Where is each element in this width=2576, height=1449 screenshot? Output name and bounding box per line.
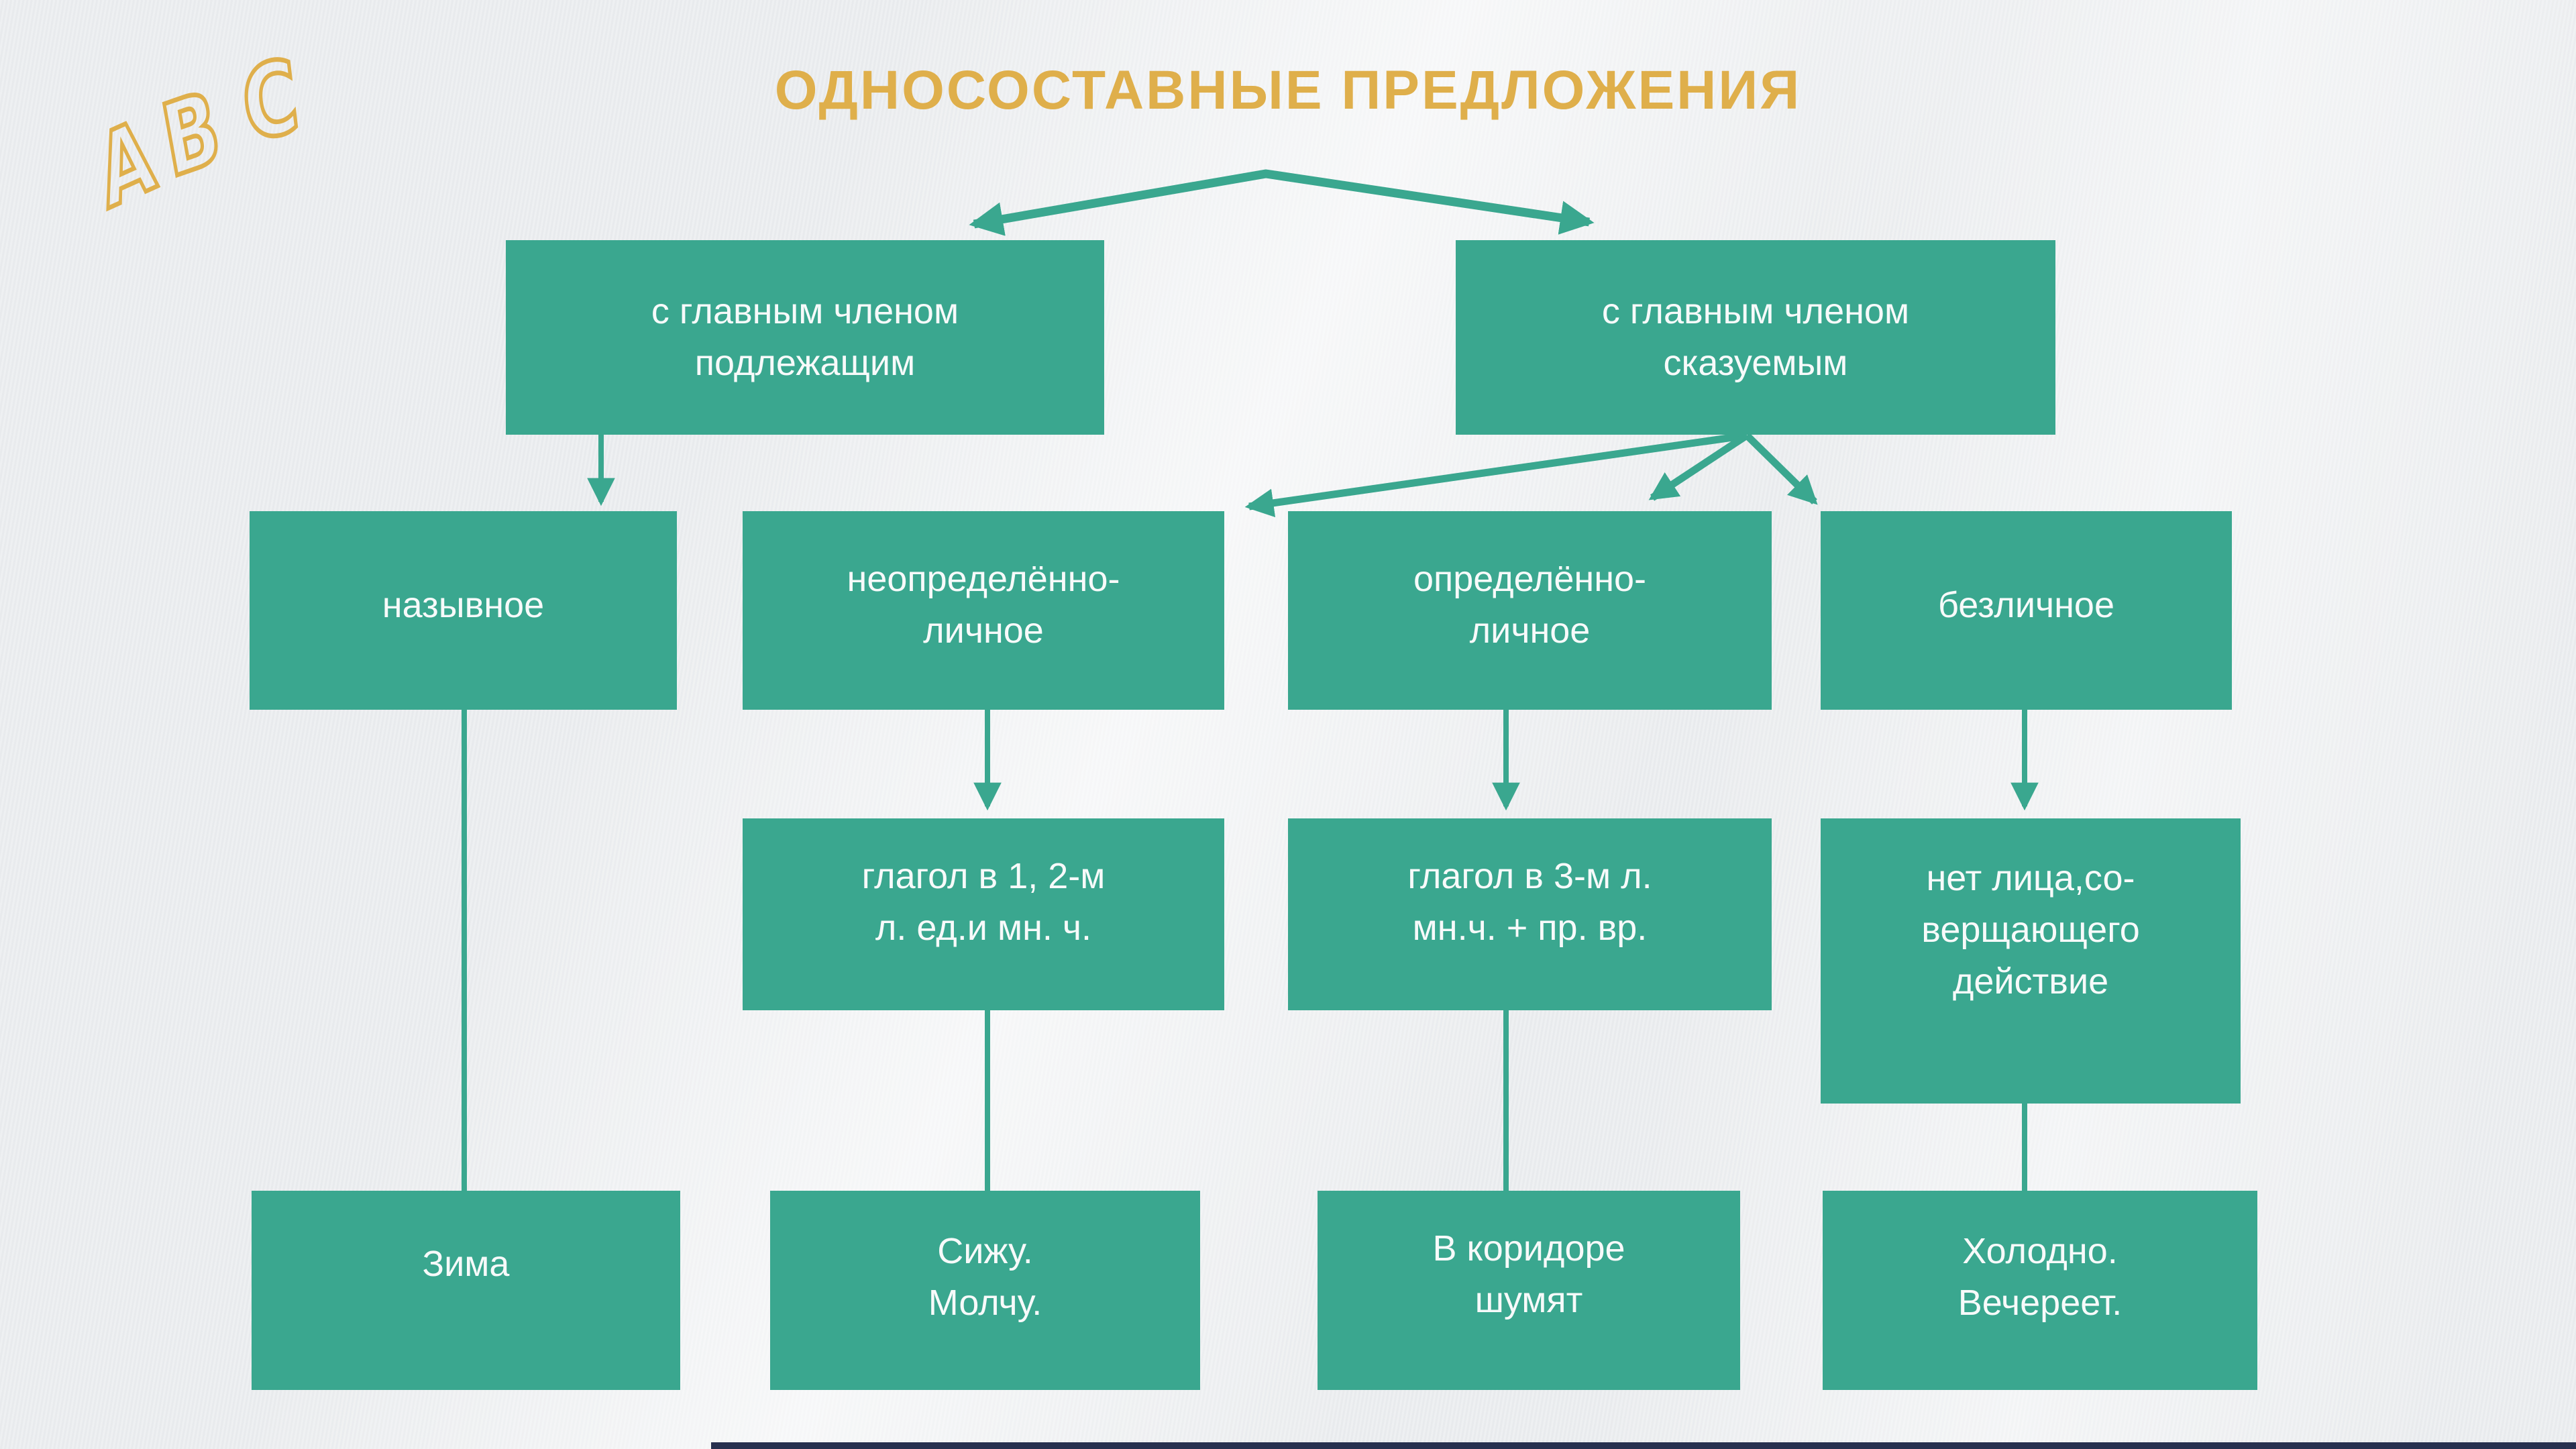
node-example-definite-personal: В коридоре шумят [1318,1191,1740,1390]
node-label: Зима [422,1244,510,1285]
node-type-nominative: назывное [250,511,677,710]
node-branch-subject: с главным членом подлежащим [506,240,1104,435]
node-label: определённо- личное [1413,559,1647,651]
node-type-indefinite-personal: неопределённо- личное [743,511,1224,710]
node-label: с главным членом подлежащим [651,291,959,383]
node-example-impersonal: Холодно. Вечереет. [1823,1191,2257,1390]
page-title: ОДНОСОСТАВНЫЕ ПРЕДЛОЖЕНИЯ [774,60,1802,121]
node-rule-impersonal: нет лица,со- верщающего действие [1821,818,2241,1104]
arrow-predicate-to-definite [1648,432,1750,501]
arrow-predicate-to-indefinite [1244,431,1748,518]
node-rule-definite-personal: глагол в 3-м л. мн.ч. + пр. вр. [1288,818,1772,1010]
node-label: Холодно. Вечереет. [1957,1230,2123,1323]
bottom-edge-bar [711,1442,2576,1449]
node-label: назывное [382,584,545,625]
node-label: нет лица,со- верщающего действие [1921,858,2140,1002]
arrow-predicate-to-impersonal [1744,433,1818,505]
node-type-impersonal: безличное [1821,511,2232,710]
node-label: В коридоре шумят [1432,1228,1625,1320]
node-label: с главным членом сказуемым [1601,291,1910,383]
node-label: неопределённо- личное [847,559,1120,651]
node-label: Сижу. Молчу. [928,1230,1042,1323]
node-branch-predicate: с главным членом сказуемым [1456,240,2055,435]
node-label: глагол в 3-м л. мн.ч. + пр. вр. [1407,856,1652,948]
arrow-title-to-branches [969,169,1595,236]
node-rule-indefinite-personal: глагол в 1, 2-м л. ед.и мн. ч. [743,818,1224,1010]
node-label: безличное [1937,584,2114,625]
node-example-nominative: Зима [252,1191,680,1390]
node-example-indefinite-personal: Сижу. Молчу. [770,1191,1200,1390]
node-type-definite-personal: определённо- личное [1288,511,1772,710]
abc-letter-a: A [87,95,165,233]
node-label: глагол в 1, 2-м л. ед.и мн. ч. [861,856,1106,948]
